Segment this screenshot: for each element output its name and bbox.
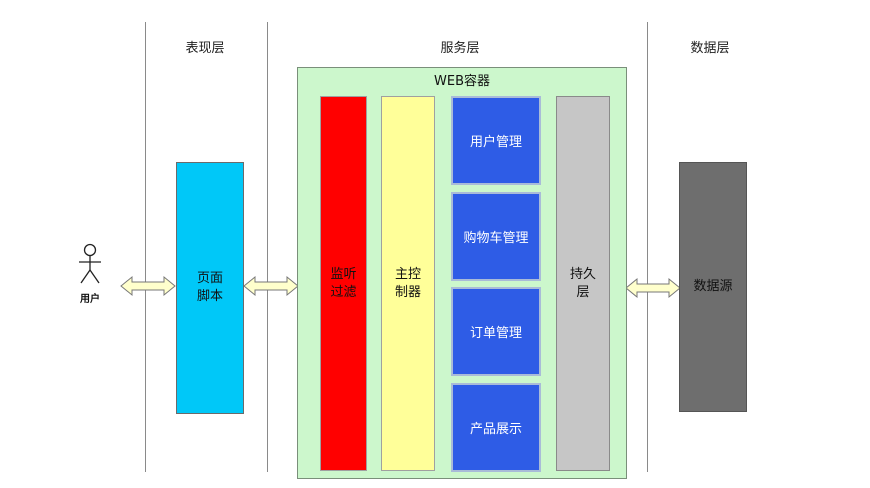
divider-middle-left xyxy=(267,22,268,472)
user-icon xyxy=(79,243,101,284)
user-label: 用户 xyxy=(80,294,100,305)
page-script-label: 页面脚本 xyxy=(196,271,223,304)
data-layer-title: 数据层 xyxy=(690,41,730,56)
persistence-box: 持久层 xyxy=(556,96,610,471)
page-script-box: 页面脚本 xyxy=(176,162,244,414)
persistence-label: 持久层 xyxy=(569,266,596,300)
module-user-management: 用户管理 xyxy=(451,96,541,185)
data-source-box: 数据源 xyxy=(679,162,747,412)
main-controller-box: 主控制器 xyxy=(381,96,435,471)
divider-left xyxy=(145,22,146,472)
service-layer-title: 服务层 xyxy=(440,41,480,56)
module-label: 用户管理 xyxy=(469,135,522,150)
module-label: 订单管理 xyxy=(469,326,522,341)
arrow-user-page xyxy=(120,275,176,297)
main-controller-label: 主控制器 xyxy=(394,266,421,300)
presentation-layer-title: 表现层 xyxy=(185,41,225,56)
data-source-label: 数据源 xyxy=(693,279,733,294)
arrow-page-container xyxy=(243,275,299,297)
module-product-display: 产品展示 xyxy=(451,383,541,472)
listener-filter-label: 监听过滤 xyxy=(330,266,357,300)
module-label: 购物车管理 xyxy=(463,231,529,246)
arrow-persistence-datasource xyxy=(625,277,681,299)
divider-right xyxy=(647,22,648,472)
module-cart-management: 购物车管理 xyxy=(451,192,541,281)
web-container-title: WEB容器 xyxy=(434,74,490,89)
module-label: 产品展示 xyxy=(469,422,522,437)
module-order-management: 订单管理 xyxy=(451,287,541,376)
listener-filter-box: 监听过滤 xyxy=(320,96,367,471)
